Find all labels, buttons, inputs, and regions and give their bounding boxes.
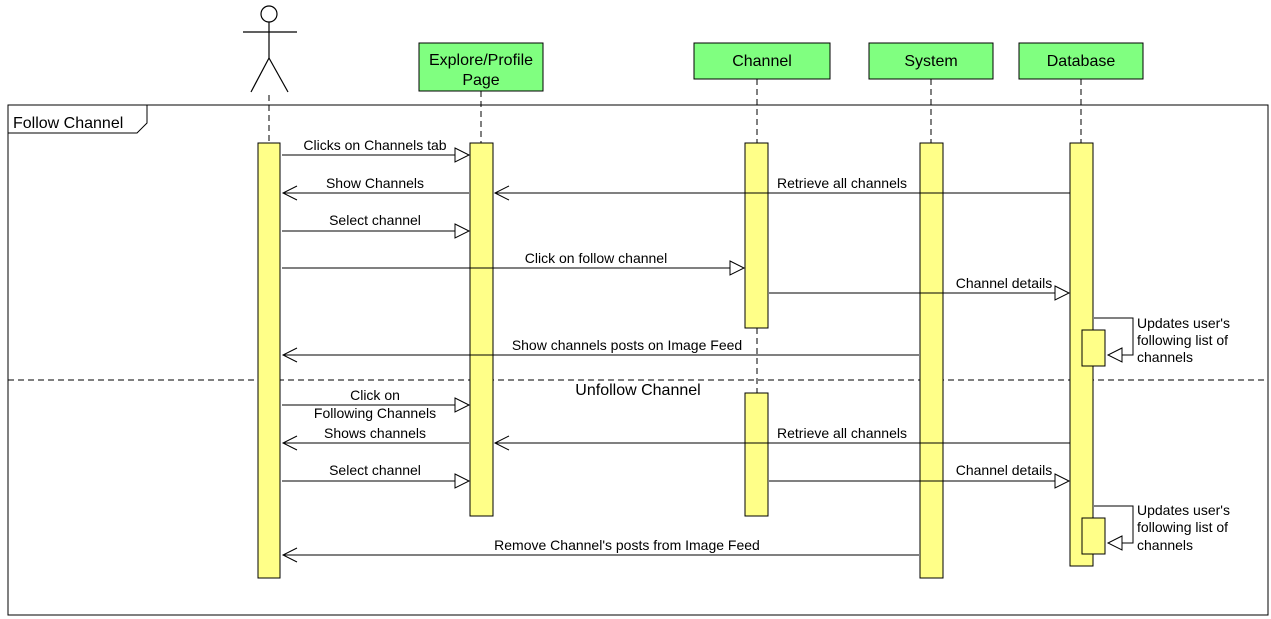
message-9-label-line-2: Following Channels: [314, 405, 436, 421]
activation-channel-2: [744, 392, 769, 517]
message-14-self: Updates user's following list of channel…: [1094, 502, 1230, 553]
participant-database-box: [1018, 42, 1144, 80]
message-13: Channel details: [769, 462, 1071, 489]
message-14-arrowhead: [1106, 535, 1123, 551]
message-15-arrowhead: [281, 547, 298, 563]
message-2-label: Show Channels: [326, 175, 424, 191]
message-8: Show channels posts on Image Feed: [281, 337, 919, 363]
message-1-arrowhead: [454, 147, 471, 163]
message-11: Retrieve all channels: [493, 425, 1070, 451]
message-11-arrowhead: [493, 435, 510, 451]
message-7-label-line-3: channels: [1137, 349, 1193, 365]
activation-database-self-1: [1081, 329, 1106, 367]
participant-system-label: System: [904, 53, 957, 70]
actor-left-leg: [250, 57, 270, 93]
message-3-arrowhead: [493, 185, 510, 201]
message-10-arrowhead: [281, 435, 298, 451]
participant-channel: Channel: [693, 42, 831, 80]
message-15: Remove Channel's posts from Image Feed: [281, 537, 919, 563]
message-12-label: Select channel: [329, 462, 421, 478]
actor-stick-figure: [243, 5, 297, 93]
message-7-label-line-1: Updates user's: [1137, 315, 1230, 331]
message-12: Select channel: [282, 462, 471, 489]
message-6-arrowhead: [1054, 285, 1071, 301]
message-10-label: Shows channels: [324, 425, 426, 441]
message-10: Shows channels: [281, 425, 469, 451]
frame-border: [7, 104, 1269, 616]
message-7-label-line-2: following list of: [1137, 332, 1228, 348]
message-2-arrowhead: [281, 185, 298, 201]
message-11-label: Retrieve all channels: [777, 425, 907, 441]
actor-right-leg: [268, 57, 289, 93]
participant-channel-box: [693, 42, 831, 80]
message-14-label-line-3: channels: [1137, 537, 1193, 553]
message-13-label: Channel details: [956, 462, 1053, 478]
message-14-label-line-2: following list of: [1137, 519, 1228, 535]
combined-fragment-frame: Follow Channel Unfollow Channel: [7, 104, 1269, 616]
message-13-arrowhead: [1054, 473, 1071, 489]
message-4-arrowhead: [454, 223, 471, 239]
participant-database-label: Database: [1047, 53, 1116, 70]
participant-channel-label: Channel: [732, 53, 792, 70]
participant-page-box: [418, 42, 544, 92]
message-3-label: Retrieve all channels: [777, 175, 907, 191]
activation-actor: [257, 142, 281, 579]
participant-system-box: [868, 42, 994, 80]
fragment-separator-label: Unfollow Channel: [575, 382, 700, 399]
activation-page: [469, 142, 494, 517]
message-4: Select channel: [282, 212, 471, 239]
participant-database: Database: [1018, 42, 1144, 80]
messages: Clicks on Channels tab Show Channels Ret…: [281, 137, 1230, 563]
message-3: Retrieve all channels: [493, 175, 1070, 201]
activation-database-self-2: [1081, 517, 1106, 555]
participant-page-label-line-2: Page: [462, 72, 499, 89]
message-1: Clicks on Channels tab: [282, 137, 471, 163]
message-4-label: Select channel: [329, 212, 421, 228]
message-6: Channel details: [769, 275, 1071, 301]
message-9: Click on Following Channels: [282, 387, 471, 421]
message-7-arrowhead: [1106, 347, 1123, 363]
message-9-arrowhead: [454, 397, 471, 413]
frame-title: Follow Channel: [13, 115, 123, 132]
activation-channel-1: [744, 142, 769, 329]
activations: [257, 142, 1106, 579]
message-2: Show Channels: [281, 175, 469, 201]
message-14-label-line-1: Updates user's: [1137, 502, 1230, 518]
activation-system: [919, 142, 944, 579]
lifelines: [268, 79, 1082, 393]
participant-page: Explore/Profile Page: [418, 42, 544, 92]
participant-system: System: [868, 42, 994, 80]
message-1-label: Clicks on Channels tab: [303, 137, 446, 153]
actor-head: [260, 5, 278, 23]
message-7-self: Updates user's following list of channel…: [1094, 315, 1230, 365]
message-5: Click on follow channel: [282, 250, 746, 276]
message-5-label: Click on follow channel: [525, 250, 667, 266]
frame-title-tab: [8, 104, 148, 134]
message-5-arrowhead: [729, 260, 746, 276]
message-12-arrowhead: [454, 473, 471, 489]
message-8-label: Show channels posts on Image Feed: [512, 337, 742, 353]
message-9-label-line-1: Click on: [350, 387, 400, 403]
message-8-arrowhead: [281, 347, 298, 363]
message-15-label: Remove Channel's posts from Image Feed: [494, 537, 760, 553]
message-6-label: Channel details: [956, 275, 1053, 291]
participant-page-label-line-1: Explore/Profile: [429, 52, 533, 69]
